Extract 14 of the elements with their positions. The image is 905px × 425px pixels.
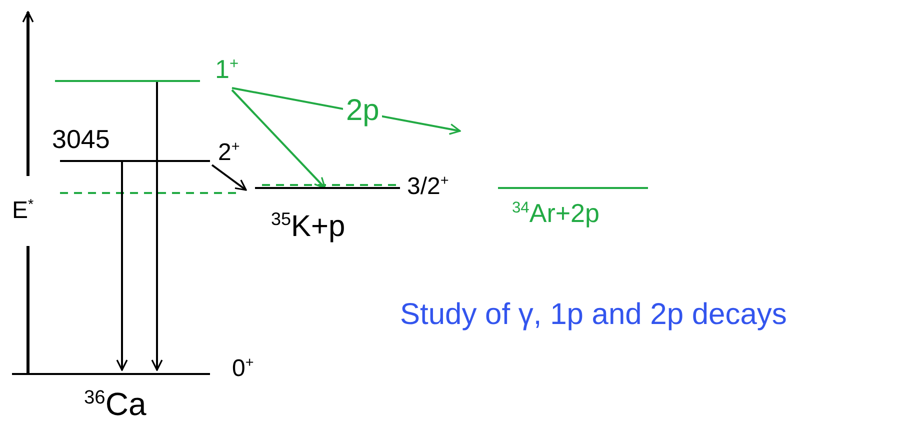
level-label: 3/2$^{+}$ bbox=[407, 174, 449, 199]
level-label: 1$^{+}$ bbox=[215, 56, 239, 82]
level-label: 0$^{+}$ bbox=[232, 356, 254, 381]
arrow bbox=[211, 164, 247, 191]
level-label: $^{34}$Ar+2p bbox=[512, 200, 600, 226]
arrow bbox=[231, 89, 326, 189]
level-label: $^{35}$K+p bbox=[271, 210, 346, 242]
note: Study of γ, 1p and 2p decays bbox=[400, 300, 787, 330]
edge-label: 2p bbox=[343, 96, 382, 126]
level-label: 2$^{+}$ bbox=[218, 140, 240, 165]
level-label: $^{36}$Ca bbox=[84, 388, 146, 420]
arrow bbox=[116, 160, 128, 371]
arrow bbox=[151, 80, 163, 371]
energy-value: 3045 bbox=[52, 126, 110, 152]
